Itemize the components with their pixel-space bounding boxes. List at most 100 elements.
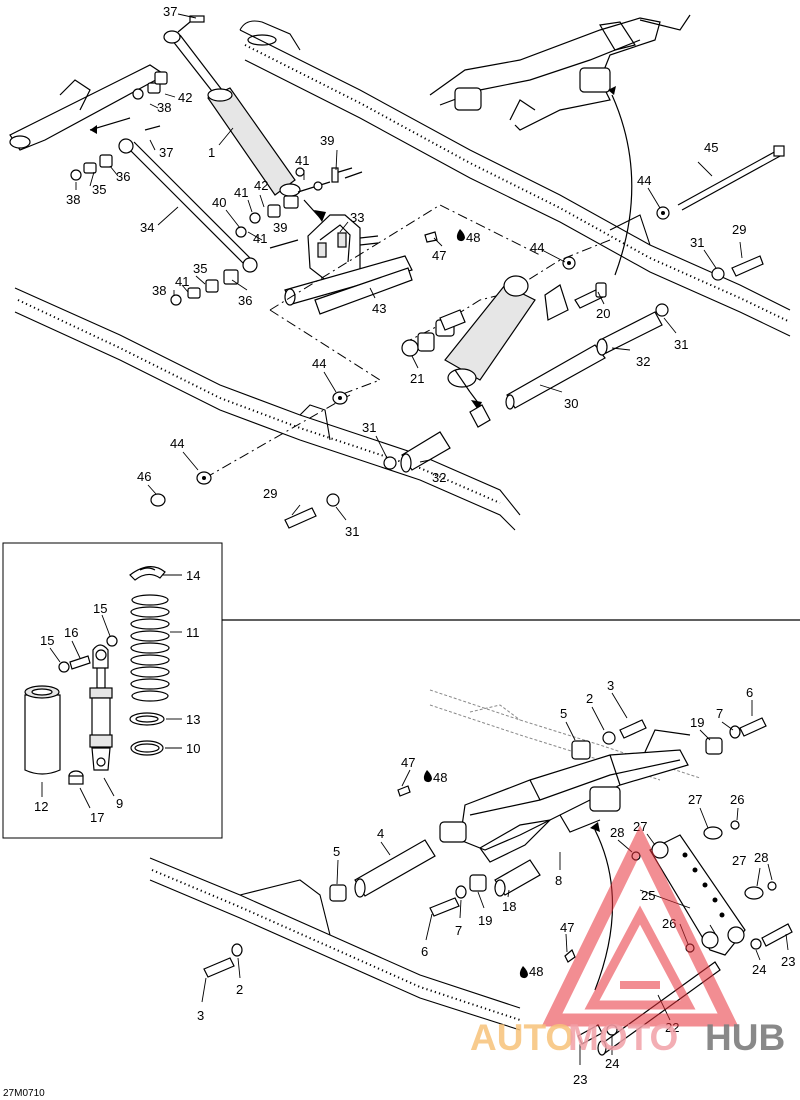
hardware-right-top [150,167,764,529]
spring-11 [130,594,170,702]
callout-11: 11 [186,625,200,640]
callout-32a: 32 [636,354,650,369]
axle-43 [284,255,413,315]
link-25 [649,834,746,956]
callout-5a: 5 [560,706,567,721]
callout-15b: 15 [40,633,54,648]
watermark-hub: HUB [705,1017,785,1058]
callout-4: 4 [377,826,384,841]
rear-shock [444,275,569,410]
callout-48c: 48 [529,964,543,979]
watermark-logo-icon [541,825,739,1027]
leaders-bottom [201,692,789,1065]
callout-27c: 27 [732,853,746,868]
drawing-code: 27M0710 [3,1088,45,1099]
callout-24a: 24 [752,962,766,977]
callout-28b: 28 [754,850,768,865]
oil-drop-icon [456,229,465,242]
callout-38c: 38 [152,283,166,298]
bottom-assembly: 3 6 2 5 19 7 47 48 4 5 27 26 28 27 27 28… [149,678,795,1087]
callout-12: 12 [34,799,48,814]
lower-arm-8 [439,729,691,863]
callout-44a: 44 [530,240,544,255]
callout-34: 34 [140,220,154,235]
tube-18 [494,859,541,897]
callout-7b: 7 [455,923,462,938]
callout-39a: 39 [320,133,334,148]
callout-40: 40 [212,195,226,210]
leaders-top [75,13,743,521]
callout-44c: 44 [312,356,326,371]
callout-28a: 28 [610,825,624,840]
callout-5b: 5 [333,844,340,859]
oil-drop-icon [423,770,432,783]
callout-16: 16 [64,625,78,640]
callout-31a: 31 [690,235,704,250]
callout-26a: 26 [730,792,744,807]
bracket-33 [307,214,379,286]
callout-37a: 37 [163,4,177,19]
callout-37b: 37 [159,145,173,160]
tube-4 [354,839,436,898]
callout-7a: 7 [716,706,723,721]
callout-23a: 23 [781,954,795,969]
callout-43: 43 [372,301,386,316]
callout-2b: 2 [236,982,243,997]
callout-23b: 23 [573,1072,587,1087]
callout-19b: 19 [478,913,492,928]
link-rod [118,138,258,273]
callout-41b: 41 [234,185,248,200]
callout-21: 21 [410,371,424,386]
tubes-30-32 [400,311,663,473]
hardware-top-left [70,71,353,306]
callout-17: 17 [90,810,104,825]
callout-27a: 27 [688,792,702,807]
callout-42b: 42 [254,178,268,193]
callout-2a: 2 [586,691,593,706]
front-arm-stub [9,64,167,151]
callout-20: 20 [596,306,610,321]
top-assembly: 37 42 38 1 37 39 41 42 41 40 35 36 38 34… [9,4,791,539]
callout-18: 18 [502,899,516,914]
callout-46: 46 [137,469,151,484]
watermark: AUTO MOTO HUB [470,825,785,1058]
callout-1: 1 [208,145,215,160]
callout-9: 9 [116,796,123,811]
callout-45: 45 [704,140,718,155]
oil-drop-icon [519,966,528,979]
callout-31c: 31 [362,420,376,435]
right-rail-top [239,20,791,337]
left-rail-bottom [149,857,521,1031]
callout-36b: 36 [238,293,252,308]
shock-absorber-1 [163,15,301,197]
callout-31d: 31 [345,524,359,539]
callout-47b: 47 [401,755,415,770]
upper-arm-assembly [429,14,691,276]
callout-25: 25 [641,888,655,903]
boot-12 [24,685,61,775]
callout-41a: 41 [295,153,309,168]
callout-29b: 29 [263,486,277,501]
callout-44b: 44 [637,173,651,188]
callout-47c: 47 [560,920,574,935]
callout-33: 33 [350,210,364,225]
callout-6a: 6 [746,685,753,700]
callout-48b: 48 [433,770,447,785]
callout-42a: 42 [178,90,192,105]
callout-8: 8 [555,873,562,888]
watermark-moto: MOTO [568,1017,678,1058]
callout-48a: 48 [466,230,480,245]
callout-38a: 38 [157,100,171,115]
callout-35a: 35 [92,182,106,197]
callout-39b: 39 [273,220,287,235]
watermark-auto: AUTO [470,1017,574,1058]
callout-13: 13 [186,712,200,727]
callout-24b: 24 [605,1056,619,1071]
callout-14: 14 [186,568,200,583]
callout-44d: 44 [170,436,184,451]
callout-35b: 35 [193,261,207,276]
callout-3a: 3 [607,678,614,693]
shaft-45 [677,145,785,211]
callout-47a: 47 [432,248,446,263]
